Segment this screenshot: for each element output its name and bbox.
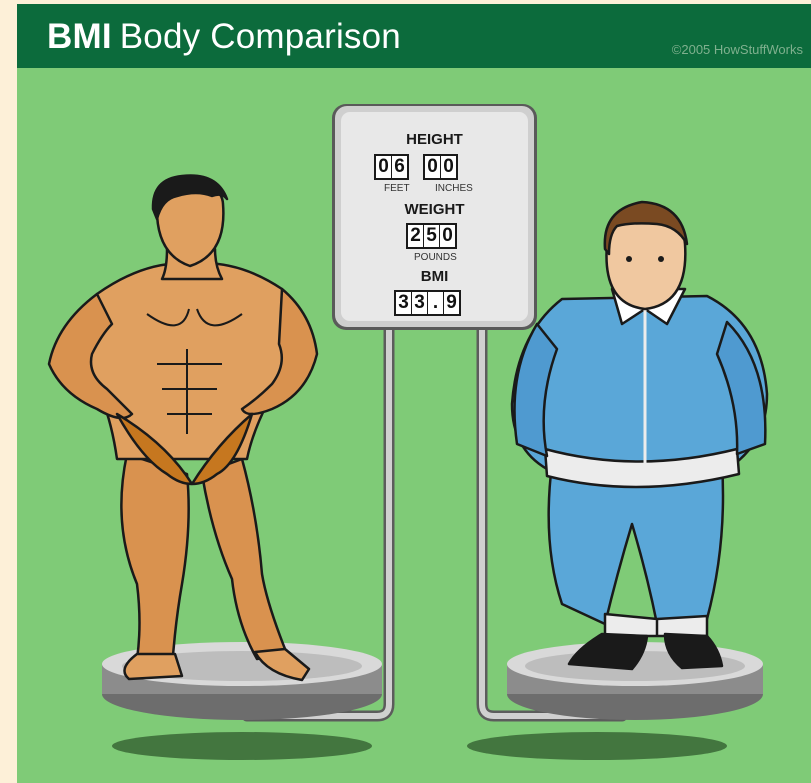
pounds-label: POUNDS: [414, 252, 457, 263]
feet-digit: 0: [376, 156, 391, 178]
bmi-digit: .: [428, 292, 443, 314]
muscular-man-icon: [49, 175, 317, 680]
weight-digit-group: 2 5 0: [406, 223, 457, 249]
bmi-digit-group: 3 3 . 9: [394, 290, 461, 316]
weight-digits: 2 5 0: [406, 223, 457, 249]
scale-readout: HEIGHT 0 6 0 0 FEET INCHES WEIGHT 2 5 0 …: [332, 109, 537, 334]
bmi-digit: 3: [396, 292, 411, 314]
inches-label: INCHES: [435, 183, 473, 194]
height-label: HEIGHT: [332, 131, 537, 148]
bmi-digit: 3: [412, 292, 427, 314]
inches-digit: 0: [441, 156, 456, 178]
weight-digit: 0: [440, 225, 455, 247]
weight-digit: 5: [424, 225, 439, 247]
overweight-man-icon: [512, 202, 767, 669]
feet-label: FEET: [384, 183, 410, 194]
weight-label: WEIGHT: [332, 201, 537, 218]
right-scale-shadow: [467, 732, 727, 760]
height-digits: 0 6 0 0: [374, 154, 458, 180]
inches-digit-group: 0 0: [423, 154, 458, 180]
weight-digit: 2: [408, 225, 423, 247]
feet-digit-group: 0 6: [374, 154, 409, 180]
bmi-digit: 9: [444, 292, 459, 314]
feet-digit: 6: [392, 156, 407, 178]
bmi-label: BMI: [332, 268, 537, 285]
left-scale-shadow: [112, 732, 372, 760]
bmi-digits: 3 3 . 9: [394, 290, 461, 316]
inches-digit: 0: [425, 156, 440, 178]
